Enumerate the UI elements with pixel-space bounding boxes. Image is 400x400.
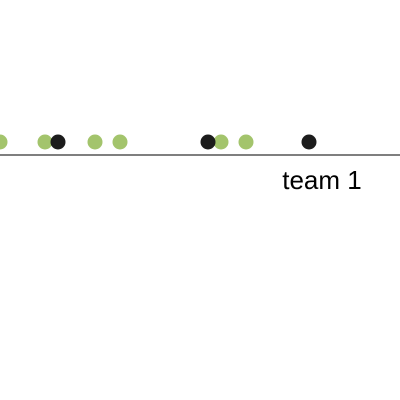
green-dot-1 bbox=[37, 134, 53, 150]
black-dot-1 bbox=[200, 134, 216, 150]
axis-label: team 1 bbox=[282, 165, 362, 195]
green-dot-2 bbox=[87, 134, 103, 150]
green-dot-5 bbox=[238, 134, 254, 150]
black-dot-0 bbox=[50, 134, 66, 150]
green-dot-0 bbox=[0, 134, 8, 150]
black-dot-2 bbox=[301, 134, 317, 150]
green-dot-3 bbox=[112, 134, 128, 150]
green-dot-4 bbox=[213, 134, 229, 150]
points-group bbox=[0, 134, 317, 150]
